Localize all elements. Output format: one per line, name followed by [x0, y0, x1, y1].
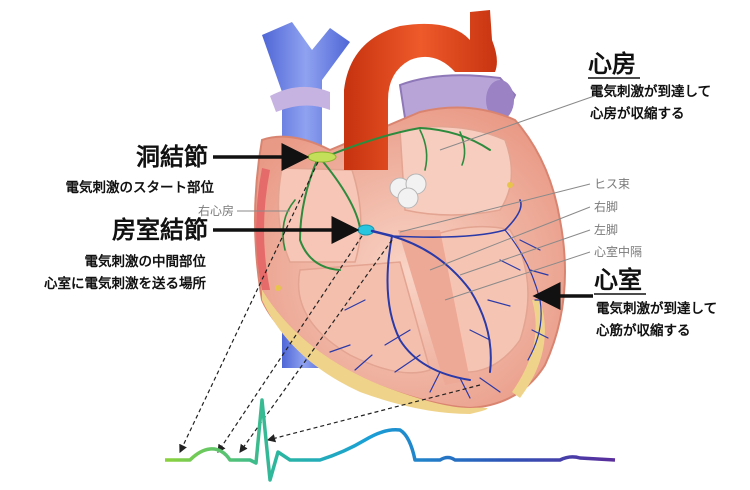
sa-node [307, 151, 337, 163]
callout-arrows [213, 143, 593, 310]
epicardial-fat [262, 290, 488, 414]
right-atrium-chamber [277, 167, 362, 263]
ventricle-description-1: 電気刺激が到達して [596, 300, 717, 317]
right-bundle-label: 右脚 [594, 199, 618, 214]
left-bundle-branch-path [391, 199, 522, 238]
atrium-description-1: 電気刺激が到達して [590, 83, 711, 100]
leader-left-bundle [459, 229, 591, 276]
dashed-link-av [217, 235, 363, 453]
his-bundle-label: ヒス束 [594, 177, 630, 191]
his-bundle-path [370, 229, 394, 238]
leader-lines [237, 93, 601, 301]
av-node-description-1: 電気刺激の中間部位 [85, 253, 207, 270]
fiber-marker [275, 285, 281, 291]
sa-node-description: 電気刺激のスタート部位 [66, 179, 215, 196]
ventricular-septum [398, 230, 470, 385]
leader-his-bundle [399, 183, 591, 233]
ventricle-description-2: 心筋が収縮する [596, 322, 691, 339]
av-node-title: 房室結節 [112, 216, 208, 244]
leader-atrium [439, 93, 601, 151]
left-bundle-label: 左脚 [594, 222, 618, 237]
atrial-branch [419, 129, 428, 171]
labels: 洞結節 電気刺激のスタート部位 右心房 房室結節 電気刺激の中間部位 心室に電気… [44, 50, 717, 339]
right-atrium-label: 右心房 [198, 203, 234, 218]
fiber-marker [507, 182, 513, 188]
aortic-valve [389, 173, 427, 209]
atrium-title: 心房 [588, 50, 636, 78]
sa-node-title: 洞結節 [136, 143, 208, 171]
dashed-link-sa [179, 161, 319, 454]
ventricle-title: 心室 [594, 266, 642, 294]
av-node-description-2: 心室に電気刺激を送る場所 [44, 275, 206, 292]
atrial-branch [459, 131, 466, 166]
internodal-pathway [298, 157, 341, 271]
dashed-link-ventricle [266, 384, 481, 443]
right-bundle-branch-path [386, 235, 471, 381]
epicardial-fat-right [512, 300, 545, 398]
atrial-branch [282, 199, 296, 251]
atrium-description-2: 心房が収縮する [590, 105, 685, 122]
pulmonary-vessel-opening [486, 80, 514, 120]
pulmonary-branch [270, 86, 330, 112]
right-ventricle-chamber [297, 261, 431, 374]
left-atrium-chamber [399, 125, 513, 216]
septum-label: 心室中隔 [594, 244, 642, 259]
aorta [344, 10, 497, 170]
leader-right-bundle [429, 206, 591, 271]
leader-septum [444, 251, 591, 301]
left-bundle-branch-path [391, 235, 492, 373]
ecg-waveform [165, 398, 616, 482]
